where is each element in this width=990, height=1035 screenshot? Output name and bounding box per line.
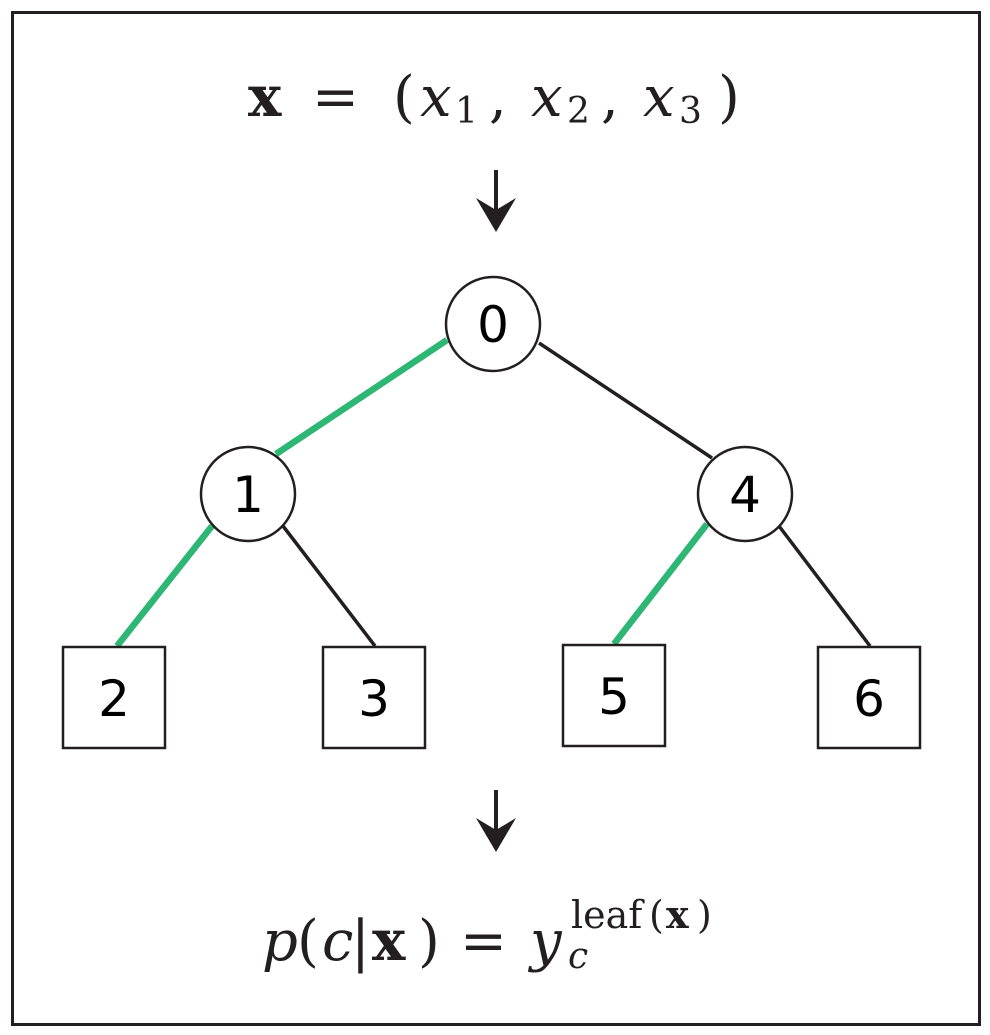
leaf-box — [561, 643, 667, 748]
node-circle — [199, 445, 297, 543]
arrow-head-top-icon — [476, 198, 516, 232]
tree-node-4: 4 — [696, 445, 794, 543]
output-superscript-open: ( — [649, 893, 664, 937]
output-formula: p ( c | x ) = y c leaf ( x ) — [262, 892, 712, 977]
output-superscript-x: x — [666, 892, 689, 937]
output-x-symbol: x — [372, 908, 406, 974]
arrow-head-bottom-icon — [476, 818, 516, 852]
edge-4-6 — [777, 524, 872, 648]
input-x2-symbol: x — [531, 65, 563, 130]
leaf-label: 6 — [853, 670, 885, 728]
output-bar-symbol: | — [351, 909, 370, 974]
input-formula: x = ( x 1 , x 2 , x 3 ) — [248, 64, 740, 132]
node-circle — [444, 275, 542, 373]
leaf-label: 3 — [358, 670, 390, 728]
tree-node-1: 1 — [199, 445, 297, 543]
output-close-paren: ) — [418, 909, 440, 974]
edge-1-2 — [114, 523, 215, 649]
node-circle — [696, 445, 794, 543]
leaf-box — [321, 645, 427, 750]
input-x2-subscript: 2 — [567, 91, 590, 132]
leaf-node-3: 3 — [321, 645, 427, 750]
edge-1-3 — [281, 524, 377, 648]
node-label: 4 — [729, 466, 761, 524]
input-vector-symbol: x — [248, 64, 282, 130]
input-x3-subscript: 3 — [679, 91, 702, 132]
down-arrow-bottom — [476, 790, 516, 852]
output-p-symbol: p — [262, 909, 298, 974]
tree-edges — [114, 337, 872, 649]
down-arrow-top — [476, 170, 516, 232]
input-comma-1: , — [489, 65, 507, 130]
node-label: 0 — [477, 296, 509, 354]
leaf-label: 5 — [598, 668, 630, 726]
output-superscript-close: ) — [697, 893, 712, 937]
output-superscript-leaf: leaf — [571, 893, 645, 937]
output-equals-sign: = — [460, 909, 507, 974]
edge-0-4 — [538, 341, 713, 460]
input-x1-subscript: 1 — [455, 91, 478, 132]
input-close-paren: ) — [718, 65, 740, 130]
leaf-box — [816, 645, 922, 750]
node-label: 1 — [232, 466, 264, 524]
leaf-label: 2 — [98, 670, 130, 728]
leaf-node-6: 6 — [816, 645, 922, 750]
input-comma-2: , — [601, 65, 619, 130]
output-open-paren: ( — [297, 909, 319, 974]
leaf-node-2: 2 — [61, 645, 167, 750]
edge-4-5 — [611, 522, 710, 646]
leaf-box — [61, 645, 167, 750]
edge-0-1 — [274, 337, 449, 457]
output-c-symbol: c — [322, 909, 353, 974]
input-open-paren: ( — [393, 65, 415, 130]
tree-node-0: 0 — [444, 275, 542, 373]
leaf-node-5: 5 — [561, 643, 667, 748]
input-equals-sign: = — [312, 65, 359, 130]
input-x3-symbol: x — [643, 65, 675, 130]
input-x1-symbol: x — [420, 65, 452, 130]
output-y-symbol: y — [527, 909, 563, 974]
output-y-subscript: c — [568, 936, 588, 977]
